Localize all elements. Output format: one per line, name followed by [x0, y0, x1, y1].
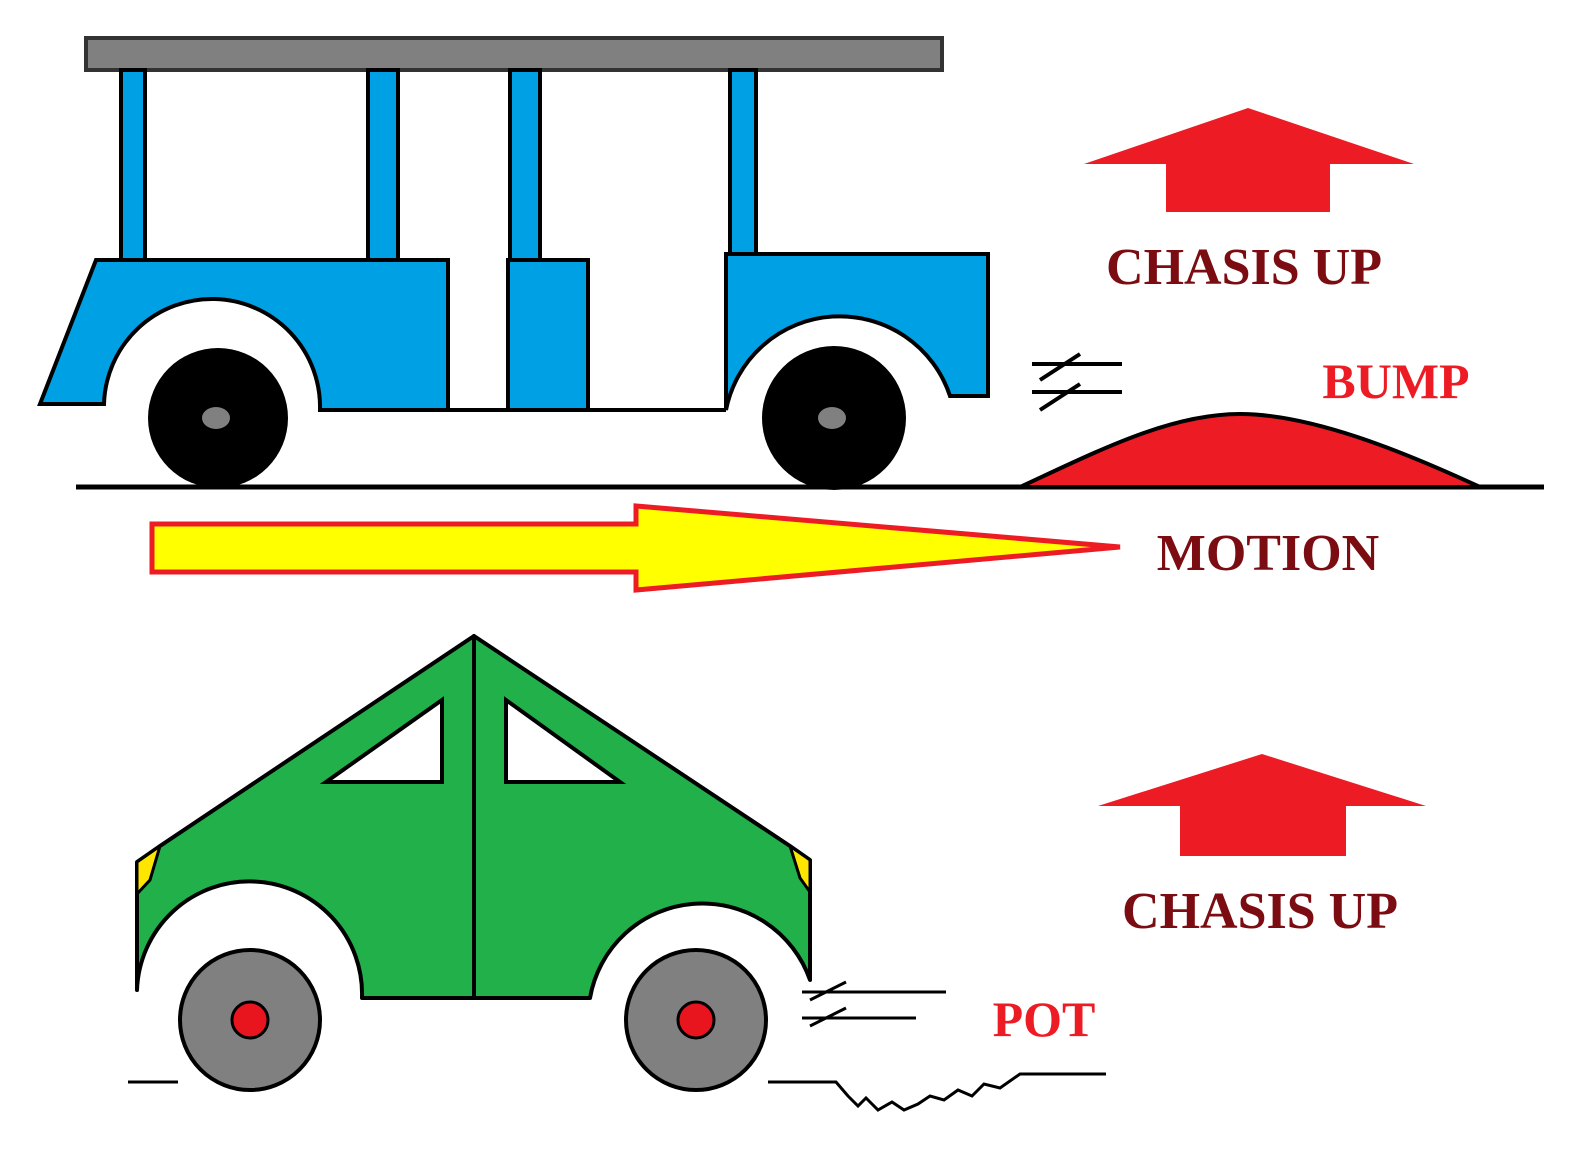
car-front-light: [787, 842, 812, 897]
jeep-rear-wheel: [148, 348, 288, 488]
car-front-wheel: [624, 948, 768, 1092]
bump-label: BUMP: [1322, 353, 1469, 409]
pot-label: POT: [993, 991, 1096, 1047]
chasis-up-label-top: CHASIS UP: [1106, 239, 1382, 296]
motion-label: MOTION: [1157, 525, 1379, 582]
car-icon: [135, 634, 946, 1092]
car-rear-window: [319, 696, 444, 784]
arrow-up-icon: [1098, 754, 1426, 856]
car-rear-light: [135, 842, 163, 898]
jeep-roof: [84, 36, 944, 72]
road-with-pothole: [128, 1072, 1106, 1112]
jeep-pillar: [508, 68, 542, 264]
jeep-front-body: [724, 252, 990, 411]
car-front-body: [472, 634, 812, 1000]
speed-lines-icon: [1032, 352, 1122, 412]
jeep-rear-body: [37, 258, 450, 412]
speed-lines-icon: [802, 980, 946, 1028]
jeep-front-wheel: [762, 346, 906, 490]
jeep-pillar: [119, 68, 147, 264]
car-rear-wheel: [178, 948, 322, 1092]
bump-shape: [1019, 411, 1481, 489]
jeep-pillar: [728, 68, 758, 264]
jeep-pillar: [366, 68, 400, 264]
chasis-up-label-bottom: CHASIS UP: [1122, 883, 1398, 940]
jeep-door-panel: [506, 258, 590, 412]
arrow-up-icon: [1084, 108, 1414, 212]
car-front-window: [504, 696, 627, 784]
jeep-icon: [37, 36, 1122, 490]
arrow-right-icon: [149, 503, 1121, 593]
car-rear-body: [135, 634, 476, 1000]
